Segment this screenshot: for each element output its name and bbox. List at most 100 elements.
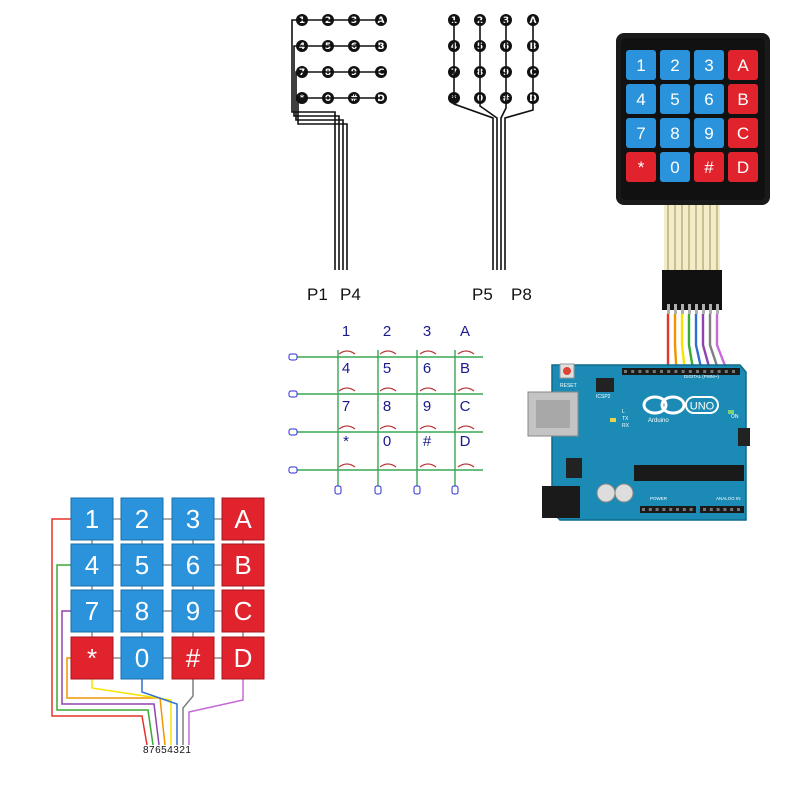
reset-label: RESET [560,383,577,389]
trace-pad-label: 3 [351,16,357,26]
key-5 [120,543,164,587]
small-key-label: 6 [704,90,713,109]
schematic-col-terminal [374,485,382,495]
ribbon-cable [664,205,720,270]
jumper-wire [694,314,704,373]
label-p8: P8 [511,285,532,304]
board-model: UNO [690,401,715,413]
power-jack [542,486,580,518]
connector-pin [709,304,712,314]
small-key-label: C [737,124,749,143]
header-pin [662,508,666,511]
switch-9 [419,425,437,430]
switch-4 [338,387,356,392]
small-key-D [728,152,758,182]
schematic-label-C: C [460,398,471,415]
schematic-label-3: 3 [423,323,431,340]
key-D [221,636,265,680]
switch-D [457,463,475,468]
trace-pad-label: B [378,42,385,52]
icsp-header-right [738,428,750,446]
header-pin [716,508,720,511]
icsp-label: ICSP2 [596,394,611,400]
board-brand: Arduino [648,418,669,424]
small-key-label: 7 [636,124,645,143]
header-pin [689,508,693,511]
power-analog-header [640,506,744,513]
schematic-label-A: A [460,323,470,340]
trace-pad-label: 8 [325,68,331,78]
small-key-3 [694,50,724,80]
schematic-label-B: B [460,360,470,377]
key-label: 8 [135,596,149,626]
col-trace-lead [504,98,534,270]
small-key-* [626,152,656,182]
header-pin [674,370,678,373]
switch-2 [379,350,397,355]
trace-pad-label: 9 [351,68,357,78]
key-label: # [186,643,201,673]
trace-pad-label: 1 [299,16,305,26]
header-pin [648,508,652,511]
key-label: 3 [186,504,200,534]
switch-6 [419,387,437,392]
connector-pin [681,304,684,314]
key-A [221,497,265,541]
key-# [171,636,215,680]
icsp-header [596,378,614,392]
reset-button-cap [563,367,571,375]
led-l [610,418,616,422]
schematic-label-7: 7 [342,398,350,415]
l-label: L [622,409,625,415]
small-key-C [728,118,758,148]
header-pin [696,370,699,373]
header-pin [703,370,707,373]
row-trace-lead [293,45,340,270]
jumper-wire [701,314,712,373]
header-pin [709,508,713,511]
capacitor-1 [596,483,616,503]
switch-1 [338,350,356,355]
switch-A [457,350,475,355]
header-pin [655,508,659,511]
small-key-label: 9 [704,124,713,143]
small-key-1 [626,50,656,80]
key-4 [70,543,114,587]
digital-header [622,368,740,375]
small-key-2 [660,50,690,80]
trace-pad-label: 7 [299,68,305,78]
capacitor-2 [614,483,634,503]
arduino-board: RESET ICSP2 L TX RX ON UNO Arduino DIGIT… [527,363,750,521]
label-p5: P5 [472,285,493,304]
header-pin [737,508,740,511]
switch-8 [379,425,397,430]
on-label: ON [731,414,739,420]
connector-pin [688,304,691,314]
col-wire [188,679,244,745]
header-pin [732,370,735,373]
connector-pin [667,304,670,314]
trace-pad-label: 2 [325,16,331,26]
col-trace-lead [479,98,498,270]
digital-label: DIGITAL (PWM~) [684,374,719,379]
analog-header [700,506,744,513]
small-key-label: B [737,90,748,109]
small-key-label: 4 [636,90,645,109]
col-trace-lead [453,98,494,270]
small-key-7 [626,118,656,148]
key-label: 7 [85,596,99,626]
switch-3 [419,350,437,355]
header-pin [669,508,673,511]
trace-pad-label: A [378,16,385,26]
switch-# [419,463,437,468]
key-2 [120,497,164,541]
small-key-label: 8 [670,124,679,143]
schematic-label-0: 0 [383,433,391,450]
row-trace-lead [297,97,348,270]
jumper-wires [666,314,729,373]
schematic-label-6: 6 [423,360,431,377]
header-pin [631,370,635,373]
